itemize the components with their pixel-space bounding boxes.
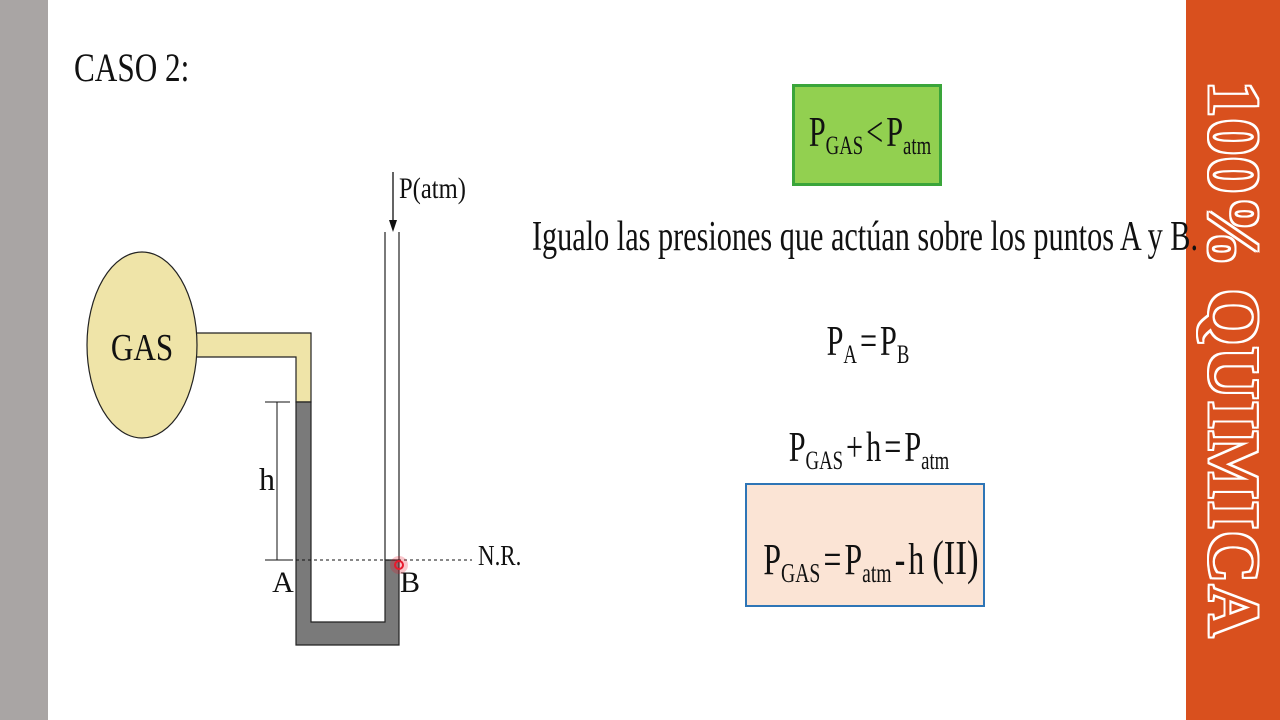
gas-label: GAS — [111, 326, 173, 369]
result-equation: PGAS=Patm-h (II) — [763, 532, 979, 589]
result-box: PGAS=Patm-h (II) — [745, 483, 985, 607]
case-title: CASO 2: — [74, 45, 190, 90]
u-tube-fluid — [295, 401, 400, 646]
patm-arrow-head — [389, 220, 397, 232]
condition-equation: PGAS<Patm — [808, 110, 932, 160]
brand-text: 100% QUIMICA — [1193, 81, 1274, 639]
reference-label: N.R. — [478, 540, 521, 572]
gas-pipe — [179, 332, 312, 403]
gas-bulb — [86, 251, 198, 439]
right-brand-bar: 100% QUIMICA — [1186, 0, 1280, 720]
patm-label: P(atm) — [399, 172, 466, 205]
point-b-label: B — [400, 566, 420, 599]
expanded-equation: PGAS+h=Patm — [788, 425, 950, 475]
laser-pointer-dot — [394, 560, 404, 570]
point-a-label: A — [272, 566, 294, 599]
left-side-bar — [0, 0, 48, 720]
laser-pointer-glow — [390, 556, 408, 574]
manometer-diagram: GAS P(atm) h N.R. A B — [86, 172, 521, 646]
statement-text: Igualo las presiones que actúan sobre lo… — [531, 214, 1199, 260]
condition-box: PGAS<Patm — [792, 84, 942, 186]
balance-equation: PA=PB — [826, 319, 910, 369]
h-label: h — [259, 461, 275, 497]
